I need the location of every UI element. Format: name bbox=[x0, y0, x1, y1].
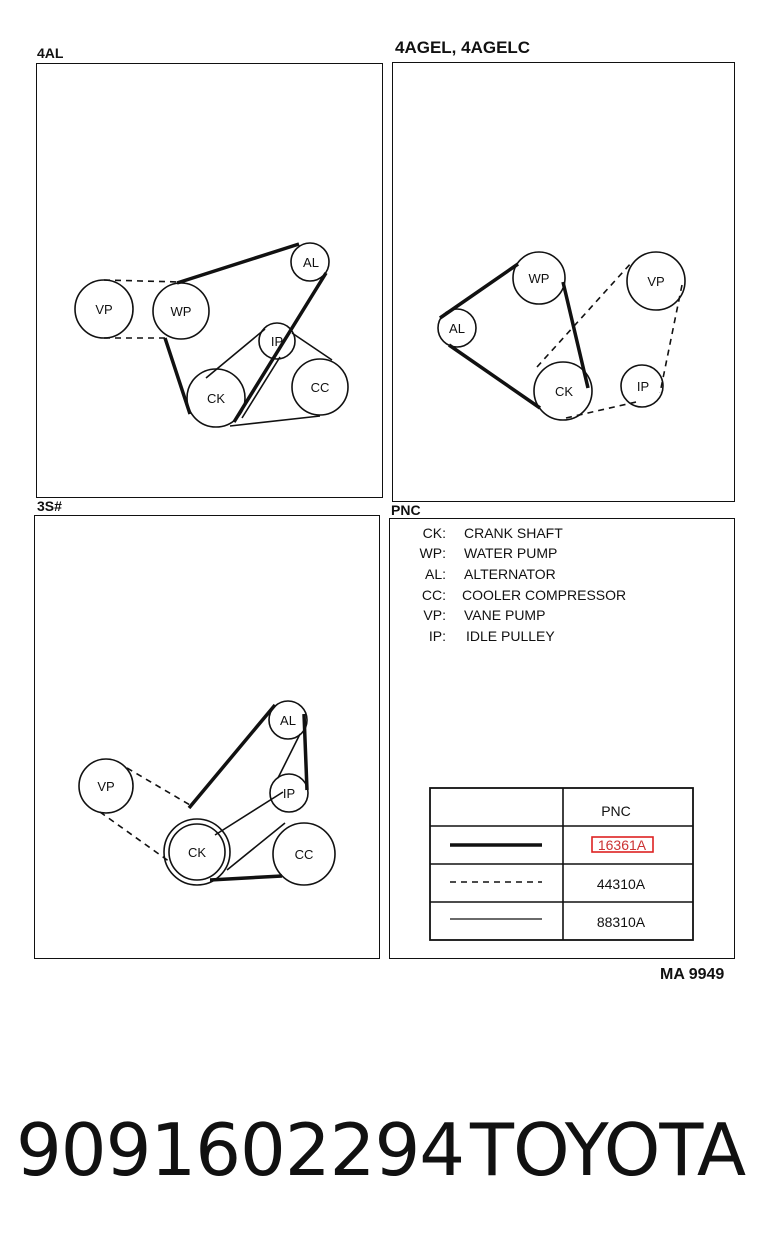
label-cc: CC bbox=[311, 380, 330, 395]
panel-label-3s: 3S# bbox=[37, 498, 62, 514]
diagram-4al bbox=[74, 242, 349, 428]
legend-name: ALTERNATOR bbox=[464, 566, 556, 582]
panel-label-4al: 4AL bbox=[37, 45, 64, 61]
belt-thin bbox=[214, 733, 301, 871]
label-ip: IP bbox=[271, 334, 283, 349]
belt-thick bbox=[163, 242, 328, 423]
pulley-ck bbox=[533, 361, 593, 421]
panel-4al bbox=[36, 63, 383, 498]
pulley-cc bbox=[291, 358, 349, 416]
belt-thick bbox=[187, 703, 309, 882]
pulley-cc bbox=[272, 822, 336, 886]
legend-name: COOLER COMPRESSOR bbox=[462, 587, 627, 603]
belt-dashed bbox=[99, 767, 191, 863]
pnc-header: PNC bbox=[601, 803, 631, 819]
label-ck: CK bbox=[555, 384, 573, 399]
legend-code: CC: bbox=[421, 587, 446, 603]
label-vp: VP bbox=[97, 779, 114, 794]
pulley-al bbox=[290, 242, 330, 282]
belt-dashed bbox=[103, 279, 181, 339]
pulley-vp bbox=[78, 758, 134, 814]
legend-name: VANE PUMP bbox=[464, 607, 546, 623]
label-vp: VP bbox=[95, 302, 112, 317]
pulley-vp bbox=[626, 251, 686, 311]
legend-code: CK: bbox=[422, 525, 446, 541]
label-cc: CC bbox=[295, 847, 314, 862]
label-ip: IP bbox=[283, 786, 295, 801]
diagram-3s bbox=[78, 700, 336, 886]
label-wp: WP bbox=[529, 271, 550, 286]
panel-3s bbox=[34, 515, 380, 959]
panel-pnc bbox=[389, 518, 735, 959]
pulley-wp bbox=[152, 282, 210, 340]
ref-code: MA 9949 bbox=[660, 966, 725, 983]
label-ck: CK bbox=[207, 391, 225, 406]
label-al: AL bbox=[449, 321, 465, 336]
belt-thin bbox=[205, 328, 333, 427]
pnc-44310a[interactable]: 44310A bbox=[597, 876, 646, 892]
pulley-ck bbox=[186, 368, 246, 428]
panel-4agel bbox=[392, 62, 735, 502]
legend-code: IP: bbox=[428, 628, 446, 644]
label-ck: CK bbox=[188, 845, 206, 860]
pulley-ip bbox=[269, 773, 309, 813]
legend-code: VP: bbox=[423, 607, 446, 623]
legend-name: CRANK SHAFT bbox=[464, 525, 563, 541]
diagram-4agel bbox=[437, 251, 686, 421]
pulley-wp bbox=[512, 251, 566, 305]
legend-name: IDLE PULLEY bbox=[466, 628, 555, 644]
legend-code: AL: bbox=[424, 566, 446, 582]
label-wp: WP bbox=[171, 304, 192, 319]
panel-label-pnc: PNC bbox=[391, 502, 421, 518]
brand: TOYOTA bbox=[470, 1108, 746, 1192]
panel-label-4agel: 4AGEL, 4AGELC bbox=[395, 38, 531, 57]
label-al: AL bbox=[280, 713, 296, 728]
pulley-ck bbox=[168, 823, 226, 881]
pulley-al bbox=[437, 308, 477, 348]
pulley-ip bbox=[620, 364, 664, 408]
pulley-al bbox=[268, 700, 308, 740]
label-al: AL bbox=[303, 255, 319, 270]
pulley-ck-outer bbox=[163, 818, 231, 886]
label-vp: VP bbox=[647, 274, 664, 289]
pulley-ip bbox=[258, 322, 296, 360]
pnc-88310a[interactable]: 88310A bbox=[597, 914, 646, 930]
part-number: 9091602294 bbox=[16, 1108, 465, 1192]
pnc-table bbox=[429, 787, 694, 941]
pnc-16361a[interactable]: 16361A bbox=[598, 837, 647, 853]
legend-code: WP: bbox=[419, 545, 446, 561]
label-ip: IP bbox=[637, 379, 649, 394]
legend-name: WATER PUMP bbox=[464, 545, 558, 561]
highlight-box bbox=[591, 836, 654, 853]
pulley-vp bbox=[74, 279, 134, 339]
